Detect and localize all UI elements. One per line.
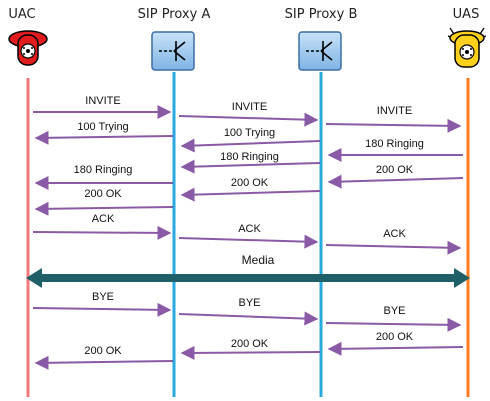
proxy-b-label: SIP Proxy B [285,7,358,22]
message-label: INVITE [377,105,412,117]
message-label: BYE [92,291,114,303]
message-label: 200 OK [231,177,269,189]
message-arrow [327,174,464,189]
message-label: 200 OK [376,164,414,176]
message-label: 180 Ringing [74,164,133,176]
uas-label: UAS [453,7,480,22]
message-label: ACK [92,213,115,225]
message-label: 180 Ringing [365,138,424,150]
message-label: 200 OK [231,338,269,350]
ringing-phone-icon [447,27,487,68]
message-list: INVITE INVITE INVITE 100 Trying 100 Trying 18… [32,95,464,370]
message-arrow [325,118,462,133]
message-arrow [34,355,174,370]
message-arrow [180,159,321,174]
message-arrow [178,112,319,127]
message-label: INVITE [232,101,267,113]
message-arrow [327,341,464,356]
message-label: 200 OK [376,331,414,343]
message-arrow [178,311,319,326]
message-arrow [180,138,321,153]
message-label: INVITE [85,95,120,107]
message-arrow [34,201,174,216]
message-label: 200 OK [84,188,122,200]
message-label: 100 Trying [77,121,128,133]
red-telephone-icon [8,30,48,66]
message-label: 180 Ringing [220,151,279,163]
media-label: Media [242,253,275,267]
router-icon [298,31,342,71]
message-label: ACK [383,228,406,240]
message-arrow [32,225,172,240]
message-label: 200 OK [84,345,122,357]
message-arrow [178,234,319,249]
message-label: 100 Trying [224,127,275,139]
message-arrow [34,130,174,145]
proxy-a-label: SIP Proxy A [138,7,211,22]
message-label: BYE [383,305,405,317]
message-arrow [180,187,321,202]
message-arrow [325,317,462,332]
message-arrow [325,240,462,255]
message-arrow [32,302,172,317]
uac-label: UAC [8,7,35,22]
router-icon [151,31,195,71]
media-arrow [26,268,470,288]
message-arrow [180,345,321,360]
message-label: BYE [238,297,260,309]
message-label: ACK [238,223,261,235]
